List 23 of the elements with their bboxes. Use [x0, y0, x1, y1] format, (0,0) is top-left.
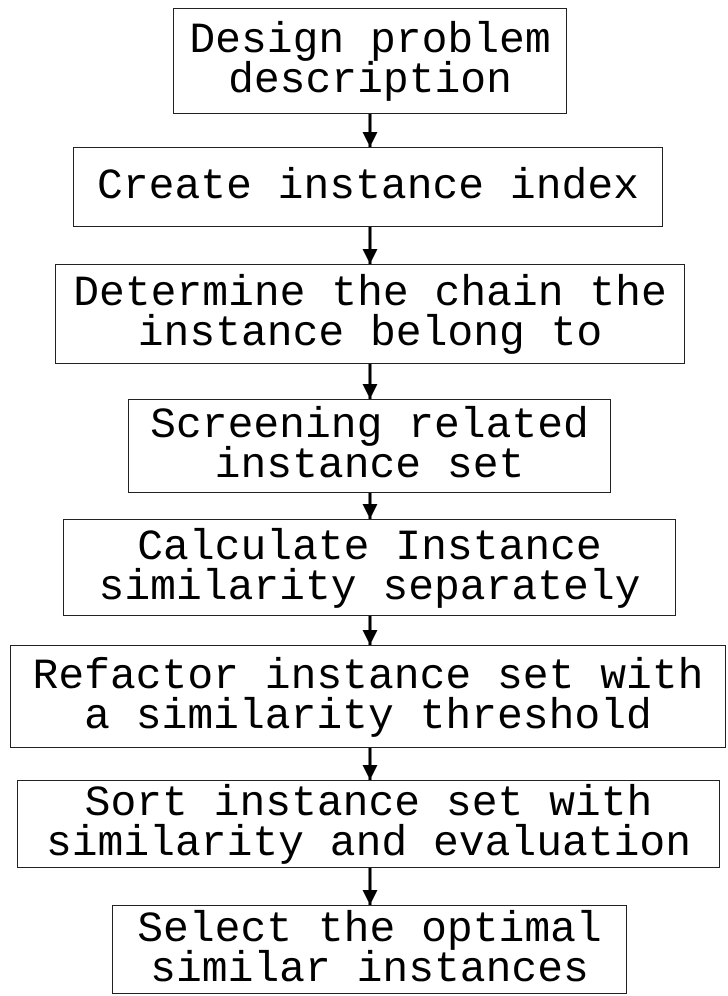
process-box [55, 264, 685, 364]
step-label: Sort instance set with similarity and evaluation [44, 784, 692, 864]
process-box [73, 147, 663, 227]
step-label: Select the optimal similar instances [136, 910, 603, 990]
arrow [362, 616, 378, 645]
step-label: Screening related instance set [149, 406, 590, 486]
process-box [112, 905, 627, 994]
arrow [362, 227, 378, 264]
arrow [362, 748, 378, 780]
step-label: Determine the chain the instance belong to [72, 274, 668, 354]
step-label: Create instance index [97, 167, 639, 207]
process-box [173, 8, 567, 114]
process-box [17, 780, 720, 868]
arrow [362, 364, 378, 399]
process-box [128, 399, 611, 493]
arrow [362, 114, 378, 147]
arrow [362, 493, 378, 519]
step-label: Calculate Instance similarity separately [98, 528, 642, 608]
step-label: Design problem description [188, 21, 552, 101]
process-box [63, 519, 676, 616]
arrow [362, 868, 378, 905]
process-box [10, 645, 726, 748]
step-label: Refactor instance set with a similarity threshold [32, 656, 704, 736]
